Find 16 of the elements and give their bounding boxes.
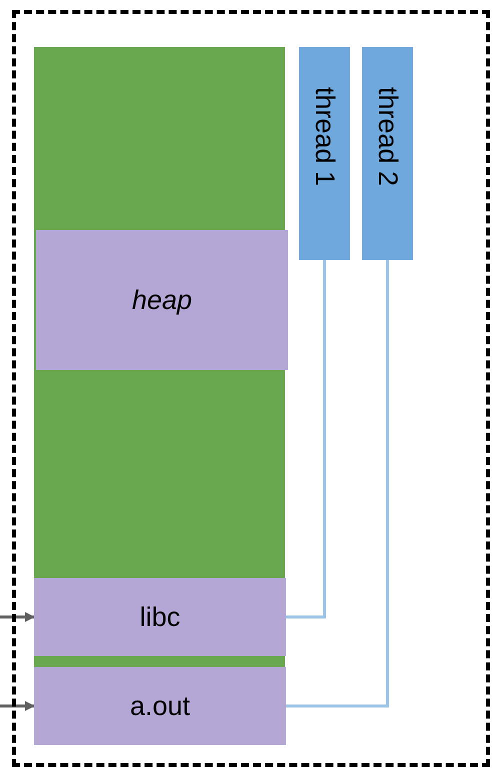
memory-region: [34, 667, 286, 745]
connector-line: [286, 260, 389, 708]
arrow: [0, 612, 35, 622]
thread-label: thread 1: [309, 87, 340, 186]
region-label: libc: [140, 602, 180, 632]
connector-line: [286, 260, 326, 618]
thread-box: [299, 47, 350, 260]
memory-region: [34, 578, 286, 656]
memory-column: [34, 47, 285, 745]
thread-label: thread 2: [372, 87, 403, 186]
memory-region: [36, 230, 288, 370]
region-label: a.out: [130, 690, 190, 722]
dashed-boundary-box: [12, 10, 490, 767]
arrow: [0, 701, 35, 711]
region-label: heap: [132, 284, 192, 316]
thread-box: [362, 47, 413, 260]
